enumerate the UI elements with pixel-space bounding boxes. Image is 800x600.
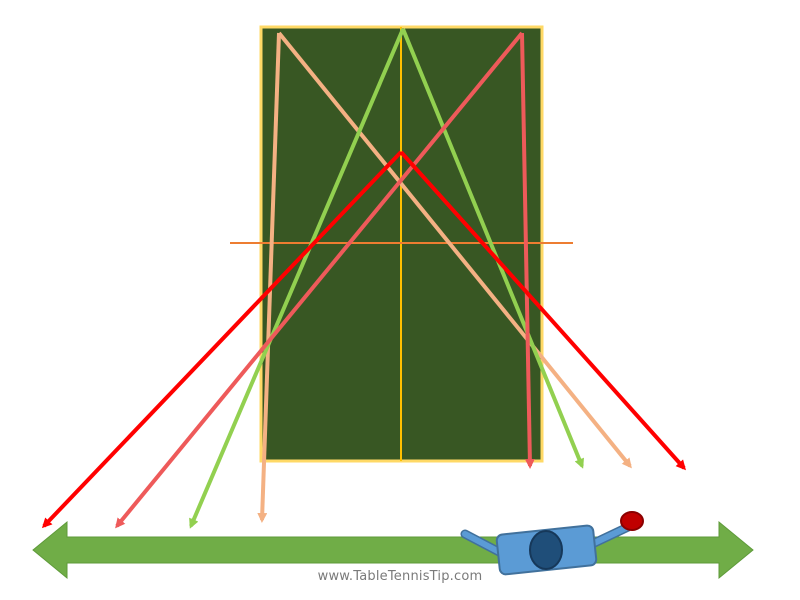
baseline-double-arrow — [32, 520, 754, 580]
green-arrow-left — [189, 28, 405, 529]
red-arrow-right — [399, 150, 687, 471]
salmon-arrow-left — [115, 31, 524, 529]
peach-arrow-left — [257, 32, 281, 523]
ping-pong-ball — [620, 511, 644, 531]
watermark-text: www.TableTennisTip.com — [317, 569, 483, 584]
player-head — [529, 530, 563, 570]
player-figure — [460, 511, 644, 576]
peach-arrow-right — [277, 31, 632, 469]
arrow-salmon-cross — [115, 31, 535, 529]
arrow-peach-diagonal — [257, 31, 632, 523]
salmon-arrow-right — [520, 32, 535, 469]
green-arrow-right — [401, 28, 584, 469]
player-arm-right-fill — [587, 524, 631, 548]
red-arrow-left — [41, 150, 403, 529]
arrow-green-narrow — [189, 28, 584, 529]
arrow-red-wide — [41, 150, 687, 529]
